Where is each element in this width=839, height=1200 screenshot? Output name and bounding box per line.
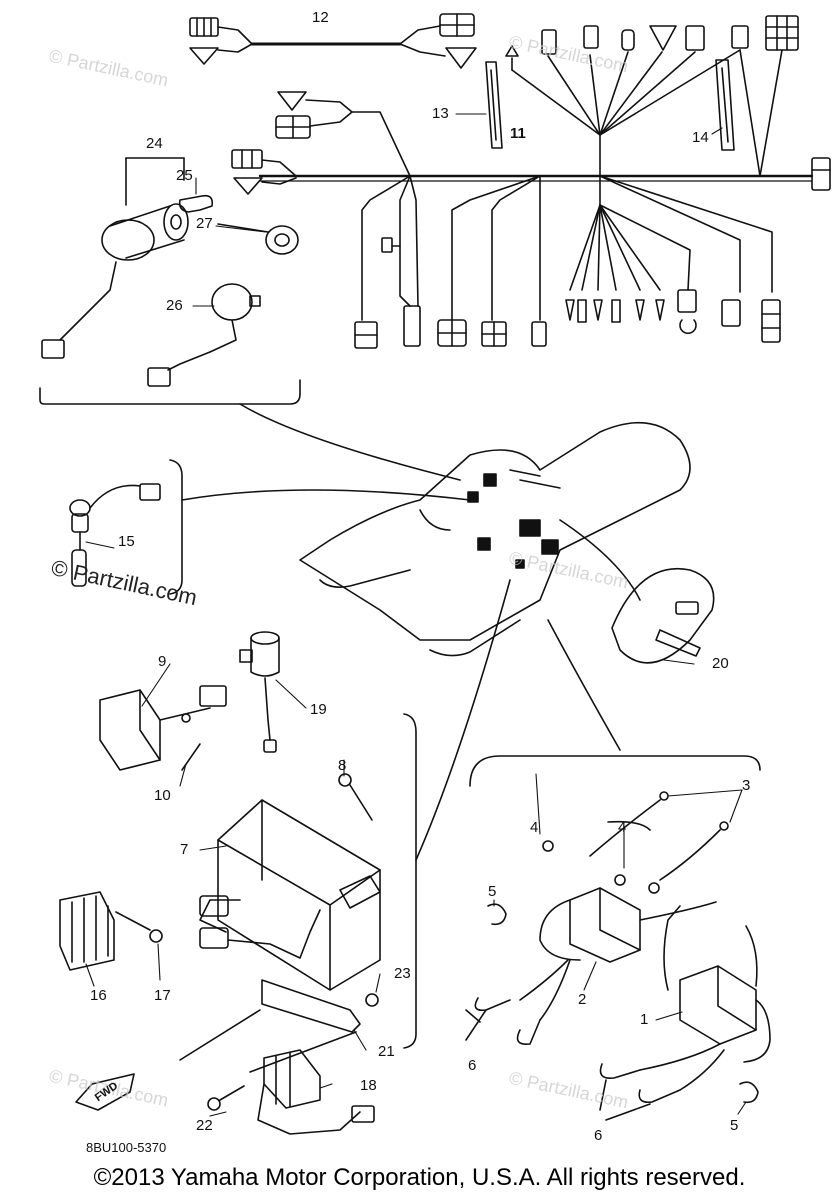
leader-line-cdi	[415, 579, 511, 861]
callout-10: 10	[154, 787, 171, 804]
callout-6a: 6	[468, 1057, 477, 1074]
callout-20: 20	[712, 655, 729, 672]
protector-13	[485, 61, 503, 149]
callout-17: 17	[154, 987, 171, 1004]
callout-21: 21	[378, 1043, 395, 1060]
callout-11: 11	[510, 125, 526, 142]
callout-18: 18	[360, 1077, 377, 1094]
unit-18	[207, 1049, 375, 1135]
drawing-code: 8BU100-5370	[86, 1140, 167, 1155]
cdi-unit-7	[199, 773, 381, 991]
protector-14	[715, 59, 735, 151]
callout-22: 22	[196, 1117, 213, 1134]
thermo-switch-group-15	[69, 459, 471, 595]
callout-7: 7	[180, 841, 189, 858]
callout-16: 16	[90, 987, 107, 1004]
callout-26: 26	[166, 297, 183, 314]
bracket-21	[179, 979, 379, 1073]
callout-23: 23	[394, 965, 411, 982]
band-20	[559, 519, 715, 664]
callout-13: 13	[432, 105, 449, 122]
callout-12: 12	[312, 9, 329, 26]
leader-line-top	[239, 403, 461, 481]
callout-leaders	[85, 113, 747, 1117]
callout-14: 14	[692, 129, 709, 146]
main-switch-group-24	[39, 157, 301, 405]
capacitor-19	[239, 631, 280, 753]
callout-1: 1	[640, 1011, 649, 1028]
sub-wire-harness-12	[189, 13, 477, 69]
main-wire-harness-11	[231, 15, 831, 349]
callout-9: 9	[158, 653, 167, 670]
callout-6b: 6	[594, 1127, 603, 1144]
callout-24: 24	[146, 135, 163, 152]
callout-27: 27	[196, 215, 213, 232]
ignition-group-bracket	[465, 619, 771, 1121]
copyright-footer: ©2013 Yamaha Motor Corporation, U.S.A. A…	[93, 1164, 746, 1191]
rectifier-16	[59, 891, 163, 971]
callout-5a: 5	[488, 883, 497, 900]
callout-4a: 4	[530, 819, 539, 836]
callout-4b: 4	[618, 819, 627, 836]
snowmobile-outline	[299, 421, 691, 657]
callout-3: 3	[742, 777, 751, 794]
cdi-bracket	[403, 713, 417, 1049]
fwd-arrow	[75, 1073, 135, 1111]
callout-8: 8	[338, 757, 347, 774]
relay-9	[99, 685, 227, 771]
callout-15: 15	[118, 533, 135, 550]
callout-5b: 5	[730, 1117, 739, 1134]
callout-2: 2	[578, 991, 587, 1008]
callout-19: 19	[310, 701, 327, 718]
callout-25: 25	[176, 167, 193, 184]
